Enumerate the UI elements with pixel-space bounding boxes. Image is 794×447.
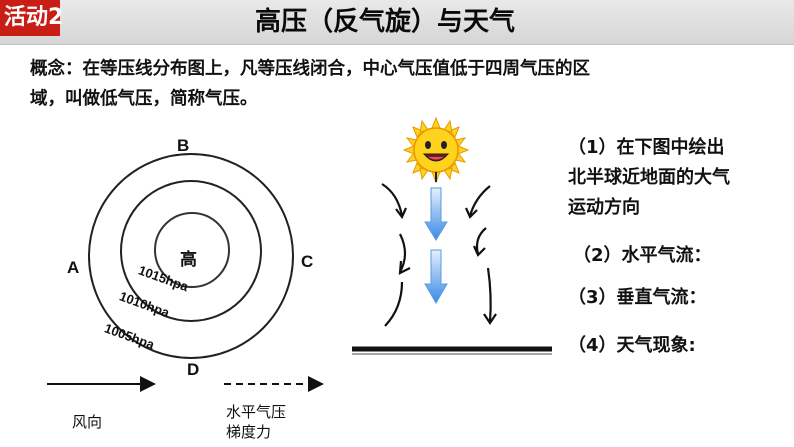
point-label-a: A xyxy=(67,258,80,277)
point-label-c: C xyxy=(301,252,314,271)
isobar-ring-outer xyxy=(88,153,294,359)
legend-wind-direction: 风向 xyxy=(72,413,103,431)
question-3: （3）垂直气流： xyxy=(568,287,707,308)
activity-tag: 活动2 xyxy=(0,0,63,36)
concept-text: 概念：在等压线分布图上，凡等压线闭合，中心气压值低于四周气压的区 域，叫做低气压… xyxy=(30,54,760,114)
page-title: 高压（反气旋）与天气 xyxy=(254,7,515,37)
sun-icon xyxy=(402,116,470,184)
question-2: （2）水平气流： xyxy=(573,245,712,266)
point-label-b: B xyxy=(177,136,190,155)
question-1-line-3: 运动方向 xyxy=(568,197,640,218)
isobar-ring-inner xyxy=(154,212,230,288)
question-4: （4）天气现象: xyxy=(568,335,696,356)
curved-arrow-icon xyxy=(381,183,497,327)
legend-gradient-force-line-1: 水平气压 xyxy=(226,403,287,421)
legend-gradient-force-line-2: 梯度力 xyxy=(226,423,272,441)
title-bar xyxy=(0,0,794,45)
concept-line-2: 域，叫做低气压，简称气压。 xyxy=(30,89,258,109)
isobar-ring-middle xyxy=(120,180,262,322)
point-label-d: D xyxy=(187,360,200,379)
pressure-center-label: 高 xyxy=(180,250,197,270)
question-1-line-2: 北半球近地面的大气 xyxy=(568,167,730,188)
question-1-line-1: （1）在下图中绘出 xyxy=(568,137,725,158)
concept-line-1: 概念：在等压线分布图上，凡等压线闭合，中心气压值低于四周气压的区 xyxy=(30,59,590,79)
descending-arrow-icon xyxy=(424,187,448,304)
